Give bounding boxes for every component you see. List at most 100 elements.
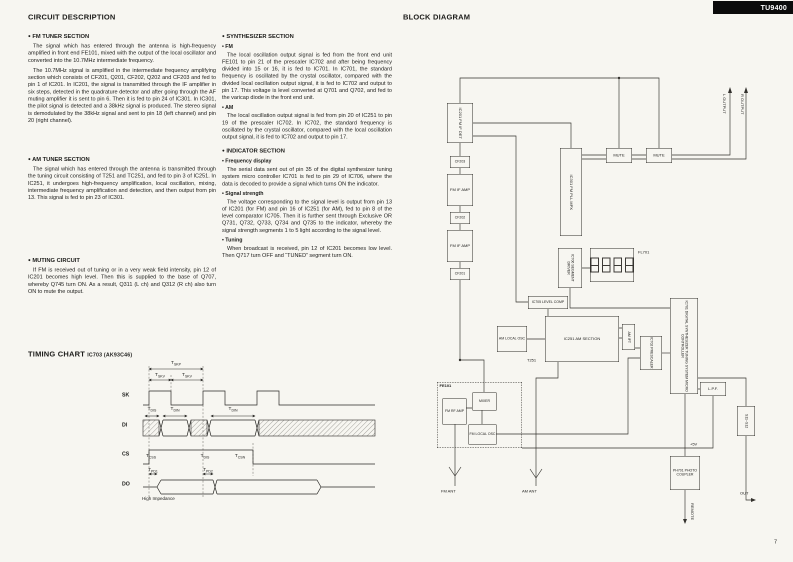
- block-diagram: IC201 FM IF DET CF203 FM IF AMP CF202 FM…: [398, 8, 790, 548]
- block-lpf: L.P.F.: [700, 382, 726, 396]
- section-title: ● FM TUNER SECTION: [28, 33, 216, 40]
- paragraph: The signal which has entered through the…: [28, 165, 216, 201]
- block-mute: MUTE: [606, 148, 632, 163]
- block-fm-if-amp: FM IF AMP: [447, 174, 473, 206]
- l-output-label: L OUTPUT: [722, 94, 727, 114]
- subsection-title-text: AM: [225, 104, 234, 111]
- r-output-label: R OUTPUT: [740, 94, 745, 115]
- block-ic301: IC301 FM PLL MPX: [560, 148, 582, 236]
- timing-annotation: TSKV: [155, 372, 165, 379]
- paragraph: The serial data sent out of pin 35 of th…: [222, 166, 392, 187]
- paragraph: If FM is received out of tuning or in a …: [28, 266, 216, 295]
- block-am-ift: AM IFT: [622, 324, 635, 350]
- block-ic702: IC702 PRESCALER: [640, 336, 662, 370]
- fm-ant-label: FM ANT: [441, 489, 456, 494]
- subsection-title: • Signal strength: [222, 190, 392, 197]
- subsection-title-text: FM: [225, 43, 233, 50]
- bullet: ●: [222, 33, 225, 39]
- section-title: ● SYNTHESIZER SECTION: [222, 33, 392, 40]
- block-ph701: PH701 PHOTO COUPLER: [670, 456, 700, 490]
- circuit-description-heading: CIRCUIT DESCRIPTION: [28, 13, 116, 22]
- page-number: 7: [774, 539, 778, 545]
- subsection-title: • AM: [222, 104, 392, 111]
- seven-segment-display-icon: [590, 248, 634, 282]
- block-ic251: IC251 AM SECTION: [545, 316, 619, 362]
- timing-annotation: TCSN: [234, 453, 246, 460]
- fm-tuner-section: ● FM TUNER SECTION The signal which has …: [28, 33, 216, 127]
- bullet: •: [222, 104, 224, 111]
- timing-annotation: TDIN: [170, 406, 180, 413]
- signal-label-do: DO: [122, 481, 130, 487]
- display-digit: [625, 257, 634, 273]
- paragraph: The 10.7MHz signal is amplified in the i…: [28, 67, 216, 124]
- block-ic706: IC706 SEGMENT DRIVER: [558, 248, 582, 288]
- timing-annotation: TPD2: [203, 467, 213, 474]
- bullet: ●: [28, 257, 31, 263]
- signal-label-di: DI: [122, 422, 128, 428]
- timing-annotation: TPD1: [148, 467, 158, 474]
- section-title-text: MUTING CIRCUIT: [32, 257, 80, 264]
- paragraph: When broadcast is received, pin 12 of IC…: [222, 245, 392, 259]
- block-ic705: IC705 LEVEL COMP: [528, 296, 568, 309]
- block-fe101: FE101 FM RF AMP MIXER FM LOCAL OSC: [437, 382, 522, 448]
- bullet: ●: [28, 33, 31, 39]
- timing-annotation: TSKP: [171, 360, 181, 367]
- subsection-title: • Frequency display: [222, 158, 392, 165]
- bullet: ●: [222, 148, 225, 154]
- section-title: ● INDICATOR SECTION: [222, 148, 392, 155]
- section-title: ● MUTING CIRCUIT: [28, 257, 216, 264]
- plus5v-label: +5V: [690, 442, 698, 447]
- block-cf203: CF203: [450, 156, 470, 168]
- signal-label-cs: CS: [122, 451, 130, 457]
- subsection-title: • FM: [222, 43, 392, 50]
- paragraph: The voltage corresponding to the signal …: [222, 198, 392, 234]
- block-fm-rf-amp: FM RF AMP: [442, 398, 467, 425]
- block-s11-s12: S11~S12: [737, 406, 755, 436]
- paragraph: The local oscillation output signal is f…: [222, 51, 392, 101]
- timing-annotation: TDIS: [200, 453, 210, 460]
- timing-chart-subtitle: IC703 (AK93C46): [87, 352, 133, 358]
- block-mute: MUTE: [646, 148, 672, 163]
- block-cf202: CF202: [450, 212, 470, 224]
- timing-annotation: TCSS: [145, 453, 157, 460]
- remote-label: REMOTE: [690, 503, 695, 521]
- timing-chart: SK DI CS DO TSKP TSKV TSKV TDIS TDIN TDI…: [113, 358, 391, 508]
- block-ic701: IC701 DIGITAL SYNTHESIZER TUNING SYSTEM …: [670, 298, 698, 394]
- am-tuner-section: ● AM TUNER SECTION The signal which has …: [28, 156, 216, 204]
- section-title-text: INDICATOR SECTION: [226, 148, 285, 155]
- display-digit: [590, 257, 599, 273]
- display-segments: [590, 257, 634, 273]
- am-ant-label: AM ANT: [522, 489, 537, 494]
- bullet: •: [222, 158, 224, 165]
- block-diagram-wiring: [448, 76, 756, 524]
- out-label: OUT: [740, 491, 749, 496]
- signal-label-sk: SK: [122, 392, 130, 398]
- subsection-title: • Tuning: [222, 237, 392, 244]
- timing-chart-title: TIMING CHART: [28, 350, 85, 359]
- section-title: ● AM TUNER SECTION: [28, 156, 216, 163]
- section-title-text: FM TUNER SECTION: [32, 33, 90, 40]
- timing-annotation: TSKV: [182, 372, 192, 379]
- bullet: ●: [28, 156, 31, 162]
- subsection-title-text: Tuning: [225, 237, 243, 244]
- block-mixer: MIXER: [472, 392, 497, 411]
- block-am-local-osc: AM LOCAL OSC: [497, 326, 527, 352]
- high-impedance-label: High Impedance: [142, 496, 175, 501]
- bullet: •: [222, 43, 224, 50]
- timing-waveforms: [142, 366, 376, 498]
- block-fm-if-amp: FM IF AMP: [447, 230, 473, 262]
- muting-circuit-section: ● MUTING CIRCUIT If FM is received out o…: [28, 257, 216, 298]
- block-diagram-heading: BLOCK DIAGRAM: [403, 13, 471, 22]
- timing-chart-heading: TIMING CHART IC703 (AK93C46): [28, 350, 132, 359]
- t251-label: T251: [527, 358, 537, 363]
- section-title-text: AM TUNER SECTION: [32, 156, 90, 163]
- fe101-label: FE101: [439, 383, 452, 389]
- timing-annotation: TDIN: [228, 406, 238, 413]
- fl701-label: FL701: [638, 250, 650, 255]
- bullet: •: [222, 190, 224, 197]
- synthesizer-indicator-column: ● SYNTHESIZER SECTION • FM The local osc…: [222, 33, 392, 262]
- subsection-title-text: Frequency display: [225, 158, 272, 165]
- block-cf201: CF201: [450, 268, 470, 280]
- block-ic201: IC201 FM IF DET: [447, 103, 473, 143]
